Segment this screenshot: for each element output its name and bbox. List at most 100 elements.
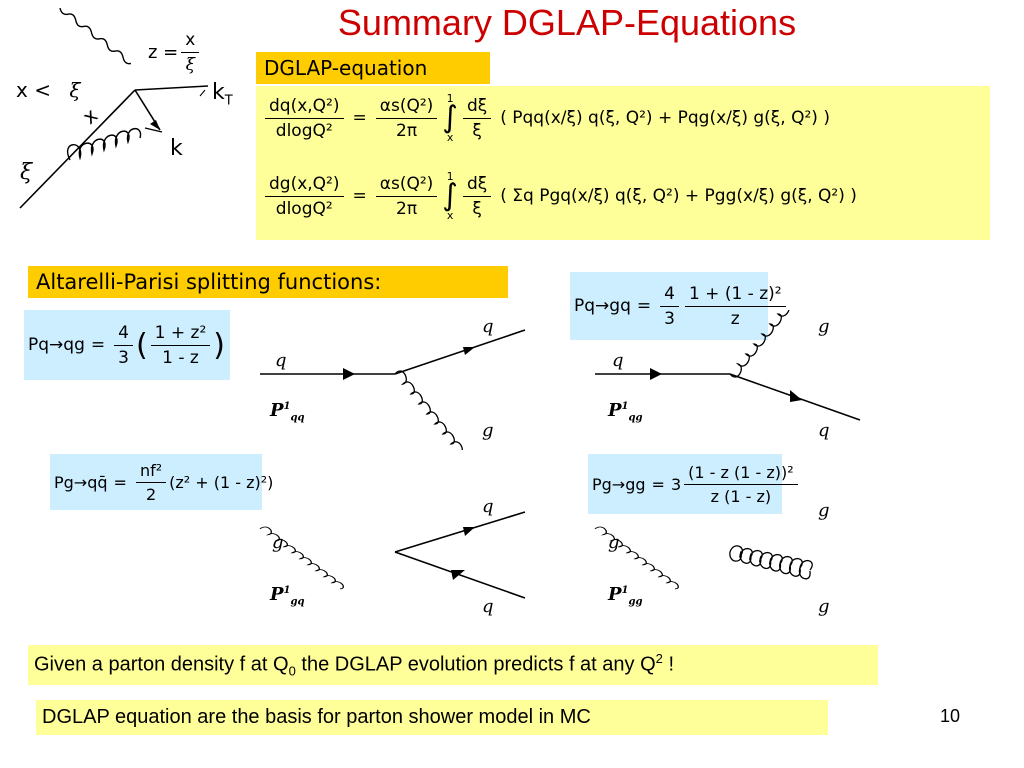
pqqbar-body: (z² + (1 - z)²) [169,472,274,492]
dglap-equation-2: dg(x,Q²) dlogQ² = αs(Q²) 2π 1 ∫ x dξ ξ (… [262,170,857,222]
pqq-lparen: ( [135,327,148,363]
d2-sub: qg [628,412,643,424]
d3-splitting-label: P1gq [270,584,305,608]
dglap-label-text: DGLAP-equation [264,56,428,80]
eq1-equals: = [352,108,367,128]
eq1-lhs: dq(x,Q²) dlogQ² [265,96,344,141]
pgq-den: z [730,308,740,329]
dglap-label: DGLAP-equation [256,52,490,84]
eq2-dxi-den: ξ [472,198,482,219]
pgq-coef: 4 3 [660,284,679,329]
eq1-coef: αs(Q²) 2π [375,96,438,141]
note1-part-b: the DGLAP evolution predicts f at any Q [295,653,656,676]
eq2-int-sign: ∫ [442,178,458,213]
d4-in-label: g [608,532,620,553]
pqqbar-coef-den: 2 [145,484,157,504]
pqq-num: 1 + z² [150,323,211,346]
pqq-lhs: Pq→qg [28,335,85,355]
eq2-int-top: 1 [446,170,454,183]
pgq-coef-den: 3 [664,308,675,329]
pgq-equals: = [636,296,652,316]
splitting-label-text: Altarelli-Parisi splitting functions: [36,270,382,294]
d2-p: P [608,400,622,421]
pqqbar-box: Pg→qq̄ = nf² 2 (z² + (1 - z)²) [50,454,273,510]
d2-in-label: q [612,350,624,371]
x-less-xi: x < ξ [16,78,80,102]
d3-in-label: g [272,532,284,553]
pqq-coef-den: 3 [118,347,129,368]
eq1-coef-den: 2π [396,120,418,141]
note1-sub: 0 [288,663,296,679]
pgq-num: 1 + (1 - z)² [684,284,786,307]
pqq-box: Pq→qg = 4 3 ( 1 + z² 1 - z ) [24,310,230,380]
diagram-q-to-qg [260,329,526,450]
eq2-dxi-num: dξ [462,174,492,197]
z-fraction: x ξ [181,30,200,75]
diagram-g-to-gg [594,526,813,590]
eq2-dxi: dξ ξ [462,174,492,219]
diagram-g-to-qq [259,511,526,599]
kinematics-diagram [19,7,209,209]
pqqbar-lhs: Pg→qq̄ [54,472,108,492]
d1-out-bot-label: g [482,420,494,441]
pqqbar-equals: = [113,472,127,492]
splitting-label: Altarelli-Parisi splitting functions: [28,266,508,298]
d4-sup: 1 [621,585,629,596]
eq1-int-bot: x [446,131,454,144]
pqq-den: 1 - z [162,347,199,368]
d4-p: P [608,584,622,605]
pgg-coef: 3 [670,474,682,494]
z-definition: z = x ξ [148,30,202,75]
x-less-label: x < [16,78,51,102]
diagram-q-to-gq [595,310,861,421]
d1-in-label: q [275,350,287,371]
eq1-int-sign: ∫ [442,100,458,135]
d3-sup: 1 [283,585,291,596]
pgg-box: Pg→gg = 3 (1 - z (1 - z))² z (1 - z) [588,454,798,514]
pgq-lhs: Pq→gq [574,296,631,316]
d4-out-bot-label: g [818,596,830,617]
eq1-dxi-den: ξ [472,120,482,141]
eq2-coef-num: αs(Q²) [375,174,438,197]
pqq-coef-num: 4 [114,323,133,346]
pgg-equals: = [651,474,665,494]
pgq-fraction: 1 + (1 - z)² z [684,284,786,329]
d1-out-top-label: q [482,316,494,337]
pgg-num: (1 - z (1 - z))² [684,463,798,485]
kt-sub: T [224,93,233,109]
z-denominator: ξ [185,55,195,75]
d1-sub: qq [290,412,305,424]
page-number: 10 [940,706,961,726]
dglap-equations-box: dq(x,Q²) dlogQ² = αs(Q²) 2π 1 ∫ x dξ ξ (… [256,86,990,240]
eq1-int-top: 1 [446,92,454,105]
note-evolution: Given a parton density f at Q0 the DGLAP… [28,645,878,685]
d2-splitting-label: P1qg [608,400,643,424]
pqq-fraction: 1 + z² 1 - z [150,323,211,368]
eq1-integral: 1 ∫ x [442,92,458,144]
z-label: z = [148,42,179,63]
dglap-equation-1: dq(x,Q²) dlogQ² = αs(Q²) 2π 1 ∫ x dξ ξ (… [262,92,830,144]
d3-out-top-label: q [482,496,494,517]
note1-part-a: Given a parton density f at Q [34,653,289,676]
eq2-coef: αs(Q²) 2π [375,174,438,219]
slide-title: Summary DGLAP-Equations [337,2,797,43]
d1-splitting-label: P1qq [270,400,305,424]
pgq-coef-num: 4 [660,284,679,307]
note2-text: DGLAP equation are the basis for parton … [42,706,591,728]
eq2-body: ( Σq Pgq(x/ξ) q(ξ, Q²) + Pgg(x/ξ) g(ξ, Q… [500,186,857,206]
note1-sup: 2 [655,651,663,666]
xi-symbol: ξ [69,78,81,102]
d4-splitting-label: P1gg [608,584,643,608]
kt-k: k [212,80,225,105]
d2-out-top-label: g [818,316,830,337]
pqq-equals: = [90,335,106,355]
pgq-box: Pq→gq = 4 3 1 + (1 - z)² z [570,272,786,340]
d1-p: P [270,400,284,421]
eq1-dxi-num: dξ [462,96,492,119]
k-label: k [170,136,183,161]
d3-p: P [270,584,284,605]
pqqbar-coef-num: nf² [135,461,167,483]
note1-part-c: ! [662,653,675,676]
eq2-lhs-num: dg(x,Q²) [265,174,344,197]
d3-out-bot-label: q [482,596,494,617]
